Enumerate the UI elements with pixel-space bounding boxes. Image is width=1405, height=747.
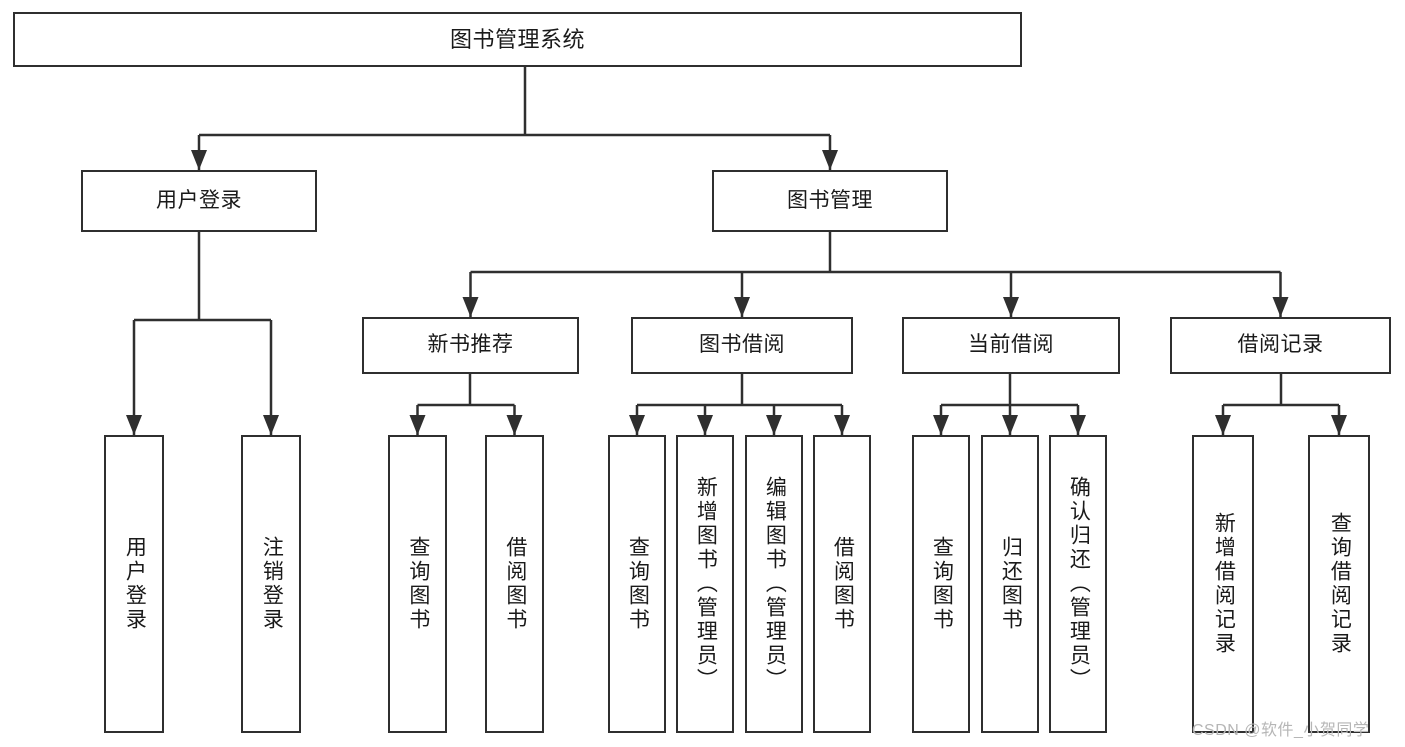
- node-leaf-return-book[interactable]: 归还图书: [981, 435, 1039, 733]
- arrow-head-icon: [1070, 415, 1086, 435]
- node-label: 编辑图书（管理员）: [763, 476, 787, 692]
- arrow-head-icon: [263, 415, 279, 435]
- node-leaf-add-record[interactable]: 新增借阅记录: [1192, 435, 1254, 733]
- node-label: 查询图书: [406, 536, 430, 632]
- node-root[interactable]: 图书管理系统: [13, 12, 1022, 67]
- arrow-head-icon: [1272, 297, 1289, 317]
- node-leaf-confirm-return-admin[interactable]: 确认归还（管理员）: [1049, 435, 1107, 733]
- arrow-head-icon: [766, 415, 782, 435]
- arrow-head-icon: [1002, 415, 1018, 435]
- arrow-head-icon: [191, 150, 207, 170]
- node-leaf-user-login[interactable]: 用户登录: [104, 435, 164, 733]
- node-leaf-query-book-current[interactable]: 查询图书: [912, 435, 970, 733]
- node-label: 查询借阅记录: [1328, 512, 1352, 656]
- node-label: 当前借阅: [968, 333, 1054, 357]
- node-label: 归还图书: [999, 536, 1023, 632]
- node-label: 借阅图书: [503, 536, 527, 632]
- arrow-head-icon: [822, 150, 838, 170]
- node-login[interactable]: 用户登录: [81, 170, 317, 232]
- node-label: 确认归还（管理员）: [1067, 476, 1091, 692]
- node-bookmgmt[interactable]: 图书管理: [712, 170, 948, 232]
- node-label: 借阅记录: [1237, 333, 1324, 357]
- node-leaf-edit-book-admin[interactable]: 编辑图书（管理员）: [745, 435, 803, 733]
- node-leaf-query-book-new[interactable]: 查询图书: [388, 435, 447, 733]
- node-label: 新增图书（管理员）: [694, 476, 718, 692]
- node-current[interactable]: 当前借阅: [902, 317, 1120, 374]
- node-leaf-borrow-book-new[interactable]: 借阅图书: [485, 435, 544, 733]
- arrow-head-icon: [629, 415, 645, 435]
- arrow-head-icon: [834, 415, 850, 435]
- node-label: 图书管理: [787, 188, 873, 212]
- arrow-head-icon: [1003, 297, 1019, 317]
- node-borrow[interactable]: 图书借阅: [631, 317, 853, 374]
- watermark: CSDN @软件_小贺同学: [1192, 722, 1370, 739]
- node-label: 新书推荐: [427, 333, 514, 357]
- node-leaf-add-book-admin[interactable]: 新增图书（管理员）: [676, 435, 734, 733]
- node-label: 借阅图书: [831, 536, 855, 632]
- node-label: 新增借阅记录: [1212, 512, 1236, 656]
- node-leaf-borrow-book[interactable]: 借阅图书: [813, 435, 871, 733]
- arrow-head-icon: [126, 415, 142, 435]
- arrow-head-icon: [734, 297, 750, 317]
- node-label: 用户登录: [123, 536, 147, 632]
- node-leaf-query-book-borrow[interactable]: 查询图书: [608, 435, 666, 733]
- node-label: 图书管理系统: [449, 26, 585, 52]
- arrow-head-icon: [697, 415, 713, 435]
- arrow-head-icon: [1215, 415, 1231, 435]
- node-newbook[interactable]: 新书推荐: [362, 317, 579, 374]
- arrow-head-icon: [506, 415, 523, 435]
- arrow-head-icon: [462, 297, 479, 317]
- node-leaf-user-logout[interactable]: 注销登录: [241, 435, 301, 733]
- node-label: 查询图书: [930, 536, 954, 632]
- arrow-head-icon: [1331, 415, 1347, 435]
- node-label: 查询图书: [626, 536, 650, 632]
- arrow-head-icon: [409, 415, 426, 435]
- node-label: 注销登录: [260, 536, 284, 632]
- node-leaf-query-record[interactable]: 查询借阅记录: [1308, 435, 1370, 733]
- node-label: 图书借阅: [699, 333, 785, 357]
- node-records[interactable]: 借阅记录: [1170, 317, 1391, 374]
- node-label: 用户登录: [156, 188, 242, 212]
- arrow-head-icon: [933, 415, 949, 435]
